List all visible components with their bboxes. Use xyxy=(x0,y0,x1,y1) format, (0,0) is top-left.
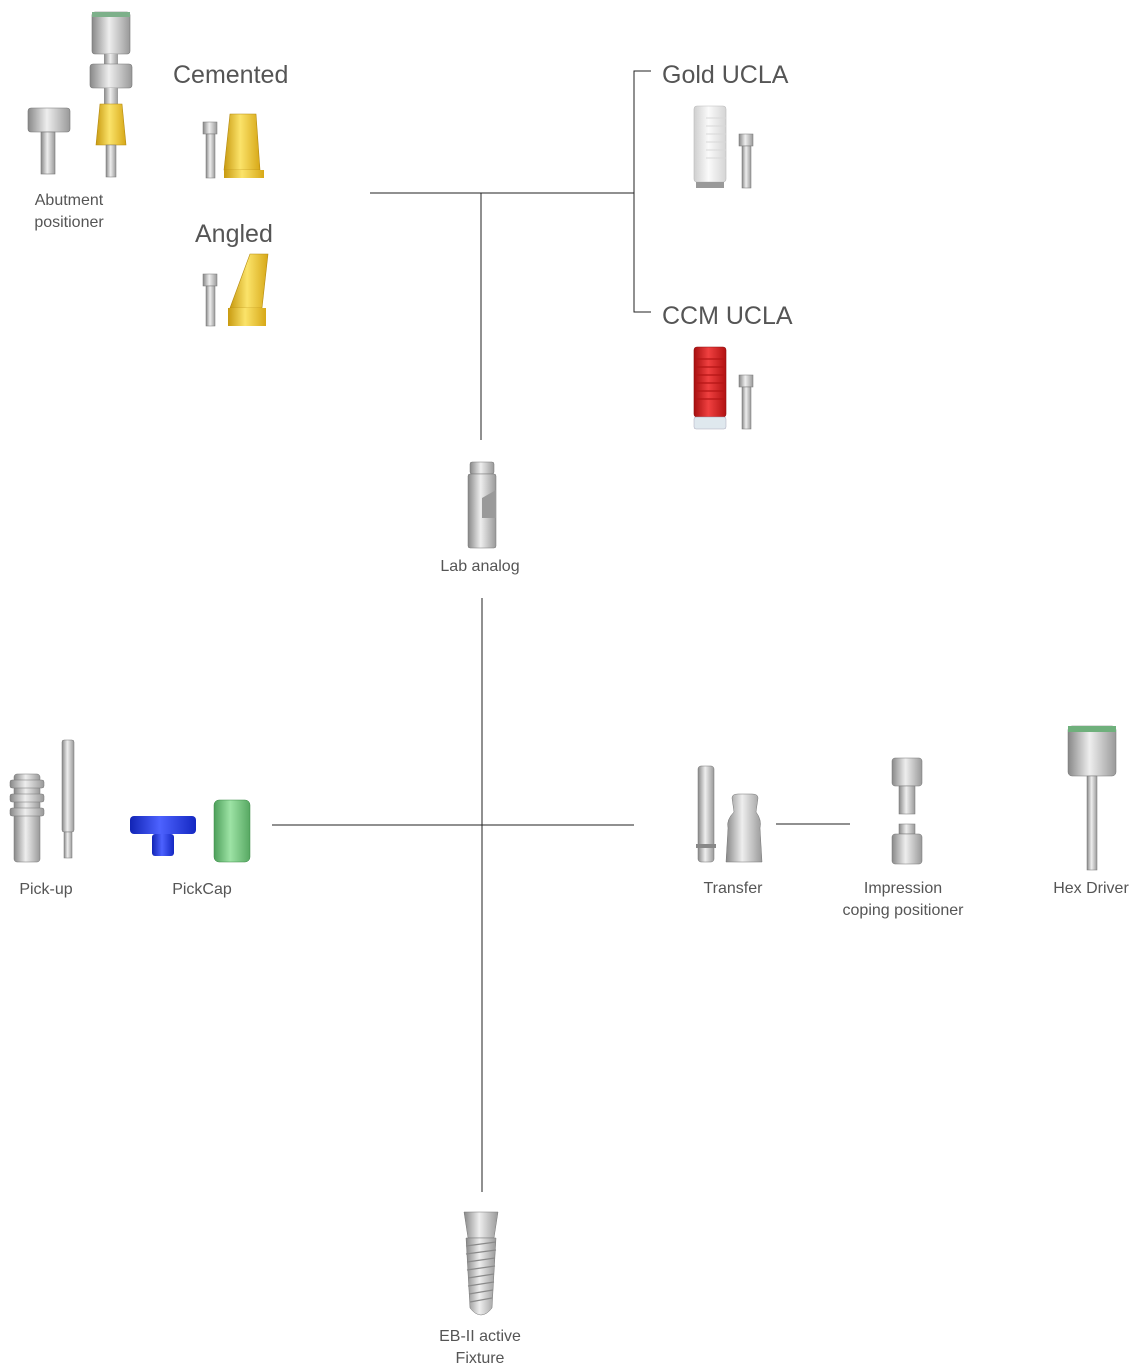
lab-analog-label: Lab analog xyxy=(440,558,520,575)
abutment-positioner-icon xyxy=(24,10,144,185)
ccm-ucla-icon xyxy=(692,345,764,431)
angled-abutment-icon xyxy=(200,252,272,328)
cemented-abutment-icon xyxy=(200,112,270,180)
hex-driver-label: Hex Driver xyxy=(1053,880,1129,897)
pickcap-icon xyxy=(128,798,254,864)
implant-fixture-icon xyxy=(458,1208,504,1324)
impression-coping-positioner-label: Impression coping positioner xyxy=(842,880,964,919)
gold-ucla-icon xyxy=(692,104,764,190)
lab-analog-icon xyxy=(462,460,502,550)
angled-title: Angled xyxy=(195,220,273,248)
ccm-ucla-title: CCM UCLA xyxy=(662,302,793,330)
gold-ucla-title: Gold UCLA xyxy=(662,61,789,89)
transfer-label: Transfer xyxy=(703,880,763,897)
ucla-bracket xyxy=(633,70,651,313)
pickcap-label: PickCap xyxy=(172,881,232,898)
impression-coping-positioner-icon xyxy=(888,756,928,868)
hex-driver-icon xyxy=(1064,724,1120,874)
fixture-label: EB-II active Fixture xyxy=(439,1328,521,1367)
transfer-icon xyxy=(694,764,766,864)
cemented-title: Cemented xyxy=(173,61,289,89)
pick-up-label: Pick-up xyxy=(19,881,73,898)
abutment-positioner-label: Abutment positioner xyxy=(34,192,104,231)
pick-up-icon xyxy=(8,738,80,864)
